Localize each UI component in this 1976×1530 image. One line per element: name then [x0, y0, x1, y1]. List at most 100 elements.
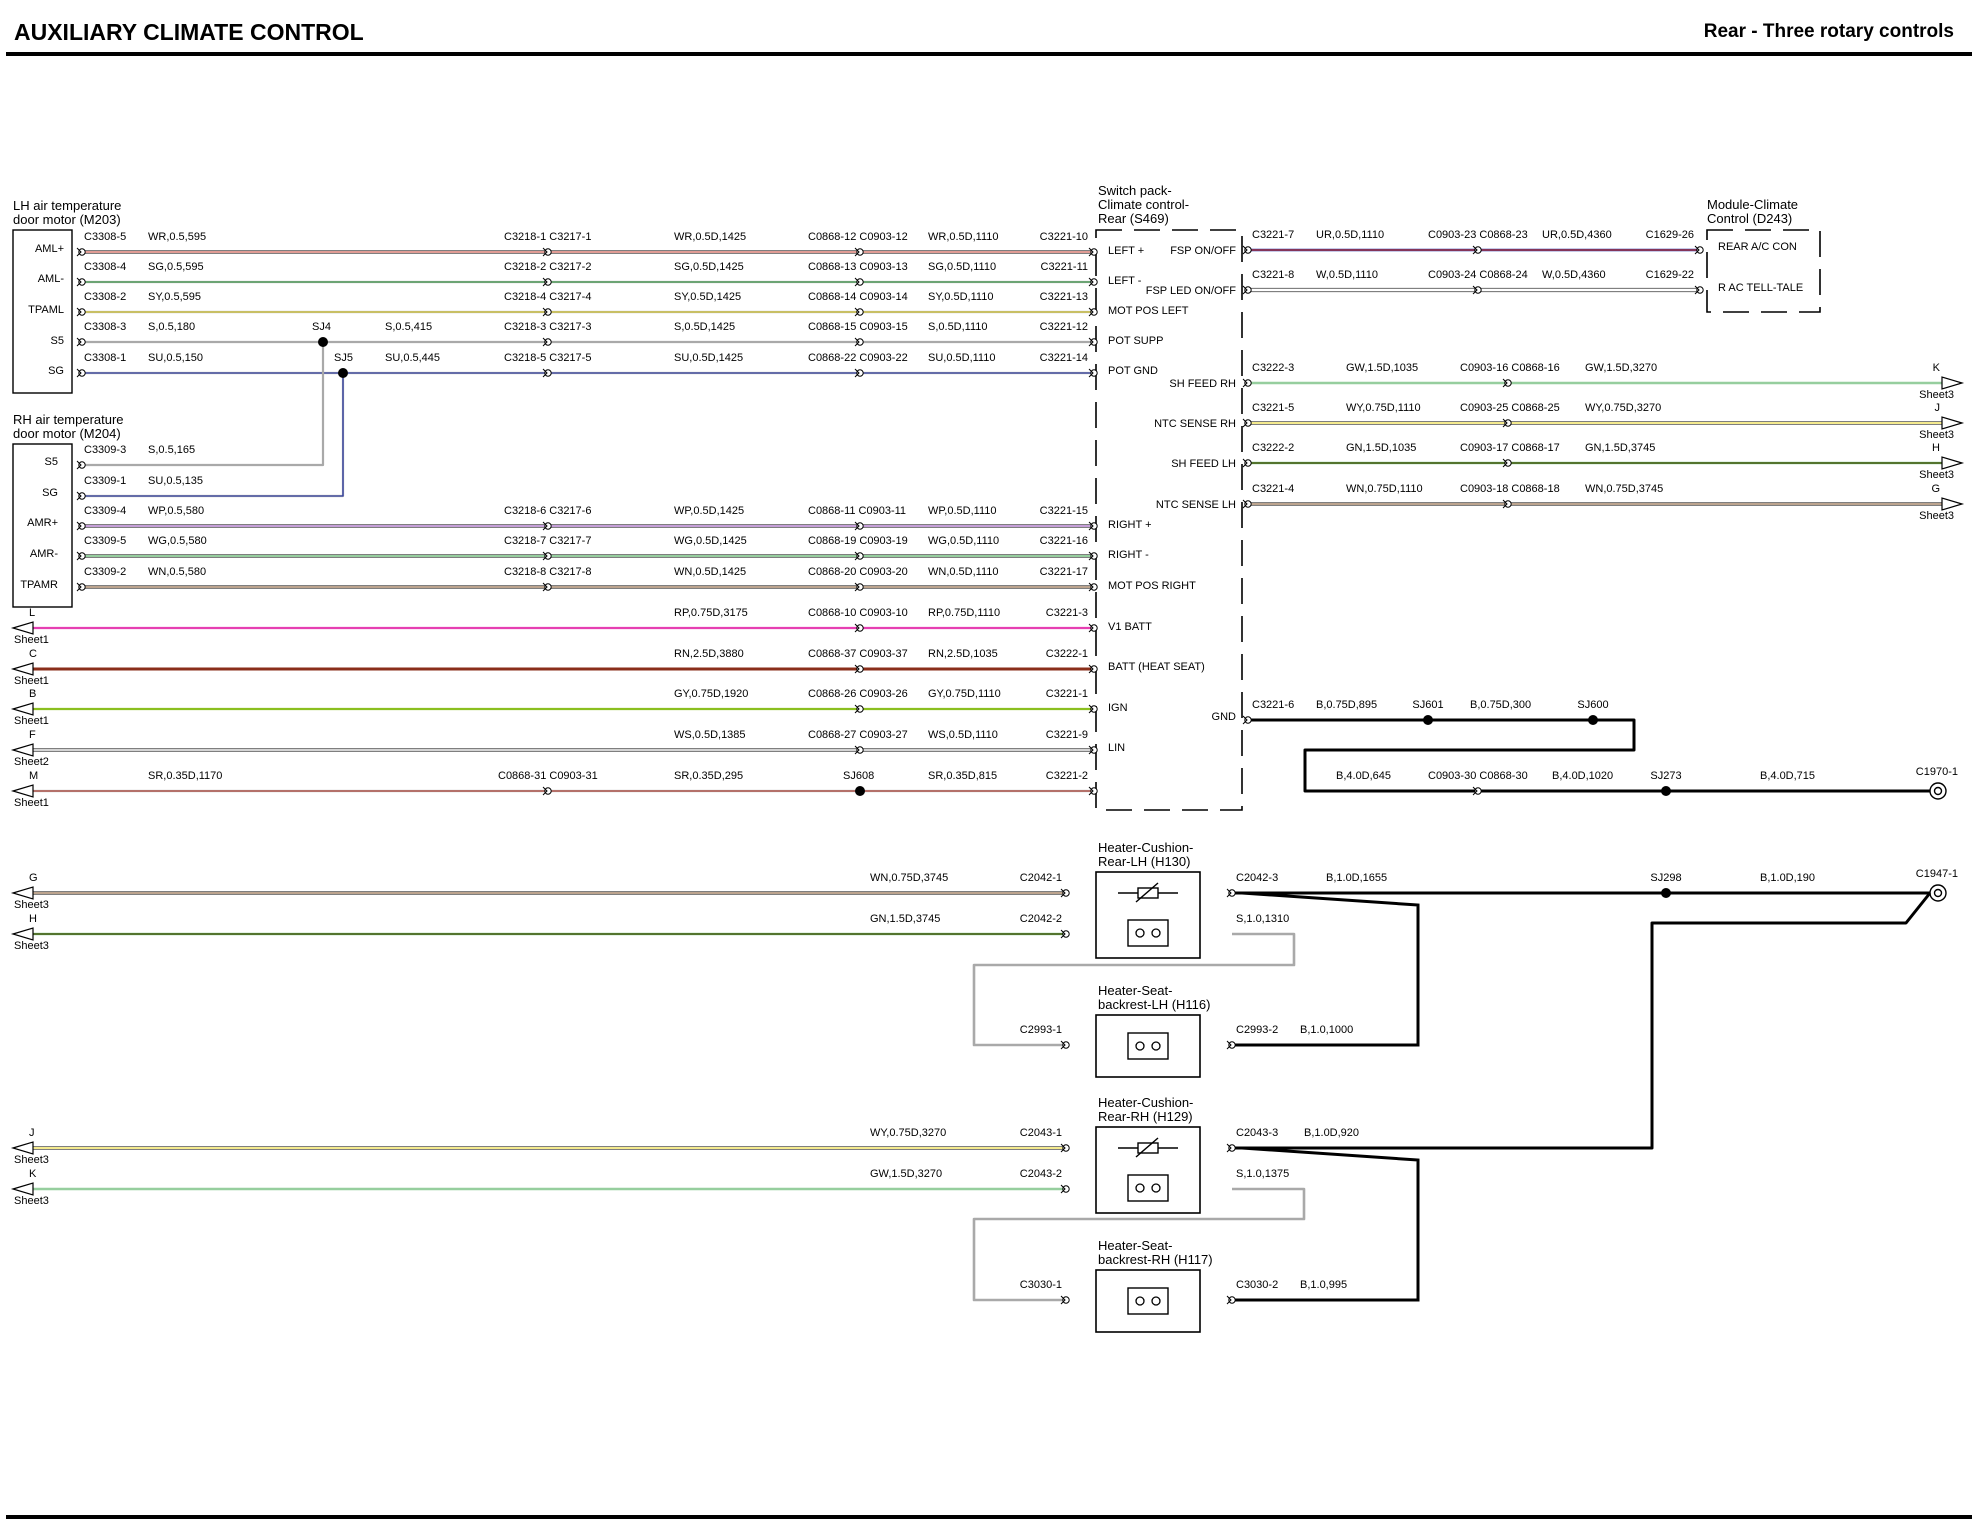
- switch-pack-pin-label: IGN: [1108, 702, 1128, 714]
- switch-pack-pin-label: MOT POS RIGHT: [1108, 580, 1196, 592]
- heater-connector-pin: [1226, 1143, 1236, 1153]
- motor-connector-pin: [76, 491, 86, 501]
- sheet-arrow-right[interactable]: [1941, 416, 1965, 430]
- sheet-arrow-right[interactable]: [1941, 497, 1965, 511]
- wire-label-amr-minus: C0868-19 C0903-19: [808, 535, 908, 547]
- inline-connector: [854, 664, 864, 674]
- motor-connector-pin: [76, 337, 86, 347]
- rh-motor-pin-label: S5: [45, 456, 58, 468]
- ground-c1947-1: [1929, 884, 1947, 902]
- switch-pack-box: [1095, 229, 1243, 811]
- wire-label-aml-minus: C3221-11: [1041, 261, 1089, 273]
- sheet-arrow-left[interactable]: [10, 1141, 34, 1155]
- wire-label-gnd: C1970-1: [1916, 766, 1958, 778]
- heater-element-icon: [1127, 1032, 1169, 1060]
- motor-connector-pin: [76, 582, 86, 592]
- wire-label-ntc-rh: J: [1935, 402, 1941, 414]
- sheet-arrow-left[interactable]: [10, 1182, 34, 1196]
- splice-sj298: [1661, 888, 1671, 898]
- rh-motor-pin-label: SG: [42, 487, 58, 499]
- wire-label-h129-ntc: C2043-1: [1020, 1127, 1062, 1139]
- wire-label-v1batt: RP,0.75D,1110: [928, 607, 1000, 619]
- wire-label-batt-heat: RN,2.5D,3880: [674, 648, 744, 660]
- wire-label-batt-heat: RN,2.5D,1035: [928, 648, 998, 660]
- splice-sj273: [1661, 786, 1671, 796]
- wire-label-tpaml: SY,0.5,595: [148, 291, 201, 303]
- wire-rh-sg: [82, 373, 345, 498]
- wire-label-lin: WS,0.5D,1385: [674, 729, 746, 741]
- sheet-arrow-left[interactable]: [10, 927, 34, 941]
- switch-pack-pin: [1088, 745, 1098, 755]
- wire-label-sg: SJ5: [334, 352, 353, 364]
- sheet-arrow-left[interactable]: [10, 784, 34, 798]
- sheet-arrow-left[interactable]: [10, 702, 34, 716]
- sheet-arrow-left[interactable]: [10, 743, 34, 757]
- wire-label-amr-minus: C3309-5: [84, 535, 126, 547]
- wire-h129-link: [972, 1187, 1306, 1302]
- wire-label-h130-gnd: C2042-3: [1236, 872, 1278, 884]
- wire-label-ign: GY,0.75D,1920: [674, 688, 748, 700]
- sheet-arrow-left[interactable]: [10, 621, 34, 635]
- wire-label-aml-plus: WR,0.5,595: [148, 231, 206, 243]
- wire-label-sh-feed-lh: C3222-2: [1252, 442, 1294, 454]
- wire-label-h130-gnd: B,1.0D,190: [1760, 872, 1815, 884]
- wire-label-batt-heat: C0868-37 C0903-37: [808, 648, 908, 660]
- wire-h116-gnd: [1232, 891, 1420, 1047]
- heater-element-icon: [1127, 1287, 1169, 1315]
- wire-label-gnd: B,4.0D,715: [1760, 770, 1815, 782]
- wire-label-aml-minus: C3308-4: [84, 261, 126, 273]
- inline-connector: [542, 337, 552, 347]
- sheet-arrow-left[interactable]: [10, 662, 34, 676]
- wire-label-amr-plus: WP,0.5D,1425: [674, 505, 744, 517]
- heater-connector-pin: [1060, 1040, 1070, 1050]
- wire-label-s5: S,0.5,180: [148, 321, 195, 333]
- wire-label-ntc-lh: G: [1931, 483, 1940, 495]
- wire-label-s5: S,0.5D,1425: [674, 321, 735, 333]
- sheet-arrow-right[interactable]: [1941, 456, 1965, 470]
- wire-label-h129-ntc: Sheet3: [14, 1154, 49, 1166]
- switch-pack-pin: [1088, 277, 1098, 287]
- switch-pack-pin-label: NTC SENSE LH: [1156, 499, 1236, 511]
- wire-label-tpaml: C3308-2: [84, 291, 126, 303]
- wire-label-ntc-lh: WN,0.75D,1110: [1346, 483, 1423, 495]
- inline-connector: [854, 368, 864, 378]
- wire-label-batt-heat: Sheet1: [14, 675, 49, 687]
- wire-label-aml-plus: C3308-5: [84, 231, 126, 243]
- inline-connector: [854, 704, 864, 714]
- wire-label-sg: C3308-1: [84, 352, 126, 364]
- wire-label-aml-minus: C3218-2 C3217-2: [504, 261, 591, 273]
- lh-motor-pin-label: S5: [51, 335, 64, 347]
- inline-connector: [542, 582, 552, 592]
- heater-connector-pin: [1060, 1143, 1070, 1153]
- sheet-arrow-right[interactable]: [1941, 376, 1965, 390]
- wire-label-sr: M: [29, 770, 38, 782]
- sheet-arrow-left[interactable]: [10, 886, 34, 900]
- switch-pack-pin-label: SH FEED LH: [1171, 458, 1236, 470]
- wire-label-rh-sg: C3309-1: [84, 475, 126, 487]
- inline-connector: [854, 247, 864, 257]
- wire-label-aml-minus: SG,0.5D,1110: [928, 261, 996, 273]
- wire-label-fsp-led: W,0.5D,1110: [1316, 269, 1378, 281]
- wire-label-v1batt: C0868-10 C0903-10: [808, 607, 908, 619]
- heater-h129-name: Rear-RH (H129): [1098, 1109, 1193, 1124]
- wire-label-gnd: B,0.75D,300: [1470, 699, 1531, 711]
- wire-label-h116: C2993-1: [1020, 1024, 1062, 1036]
- splice-sj600: [1588, 715, 1598, 725]
- wire-label-h130-feed: H: [29, 913, 37, 925]
- switch-pack-name: Climate control-: [1098, 197, 1189, 212]
- motor-connector-pin: [76, 277, 86, 287]
- switch-pack-pin: [1088, 337, 1098, 347]
- wire-label-aml-plus: C3218-1 C3217-1: [504, 231, 591, 243]
- wire-label-h117: C3030-1: [1020, 1279, 1062, 1291]
- module-box: [1706, 229, 1821, 313]
- wire-label-s5: SJ4: [312, 321, 331, 333]
- wire-label-tpaml: C3221-13: [1040, 291, 1088, 303]
- heater-h116-name: backrest-LH (H116): [1098, 997, 1210, 1012]
- wire-label-amr-minus: C3218-7 C3217-7: [504, 535, 591, 547]
- switch-pack-pin-label: LEFT -: [1108, 275, 1142, 287]
- heater-h129-name: Heater-Cushion-: [1098, 1095, 1193, 1110]
- wire-label-tpamr: WN,0.5,580: [148, 566, 206, 578]
- thermistor-icon: [1118, 1137, 1178, 1158]
- wire-label-sh-feed-rh: Sheet3: [1919, 389, 1954, 401]
